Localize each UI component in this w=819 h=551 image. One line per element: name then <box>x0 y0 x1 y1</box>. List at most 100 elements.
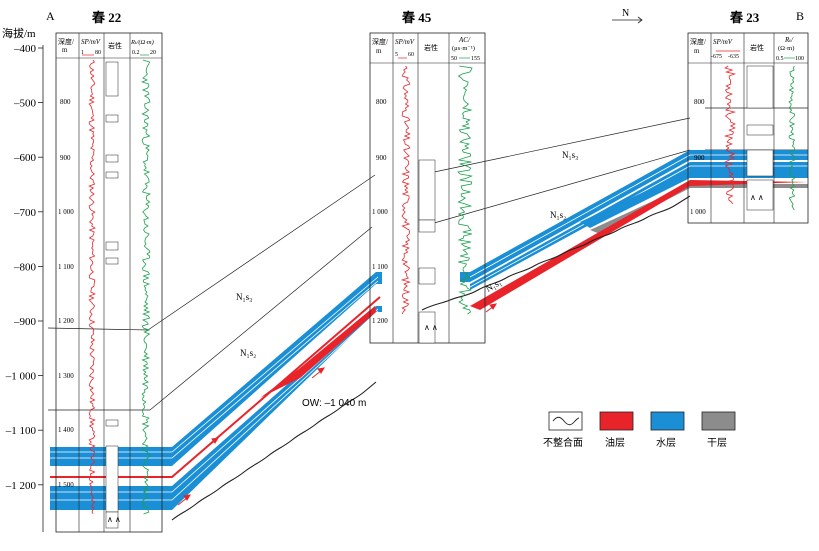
lithology-bed <box>105 171 119 179</box>
north-label: N <box>622 8 629 19</box>
depth-header: 深度/ <box>372 37 388 46</box>
axis-title: 海拔/m <box>2 26 36 40</box>
rt-max: 20 <box>150 50 156 56</box>
depth-label: 900 <box>60 154 71 162</box>
sp-max: 60 <box>408 52 414 58</box>
water-swatch <box>650 411 685 431</box>
depth-label: 1 000 <box>58 208 74 216</box>
log-frame <box>55 32 163 533</box>
well-name: 春 22 <box>91 10 121 25</box>
sp-min: 5 <box>395 52 398 58</box>
oil-wedge <box>260 180 808 398</box>
north-arrow: N <box>612 8 643 24</box>
sp-curve <box>723 65 737 205</box>
lithology-bed <box>418 159 436 221</box>
rt-unit: (Ω·m) <box>778 45 794 52</box>
ac-unit: (μs·m⁻¹) <box>452 45 475 52</box>
s2-top-line <box>149 226 373 411</box>
depth-label: 900 <box>376 154 387 162</box>
basement-symbol: ∧ ∧ <box>750 193 764 202</box>
resistivity-curve <box>141 59 151 515</box>
depth-label: 1 500 <box>58 481 74 489</box>
depth-labels: 800 900 1 000 1 100 1 200 <box>372 98 388 325</box>
unconformity-swatch <box>548 411 583 431</box>
depth-label: 900 <box>694 154 705 162</box>
rt-header: Rₜ/ <box>784 36 794 44</box>
lithology-bed <box>746 65 774 109</box>
rt-max: 100 <box>795 56 804 62</box>
legend-label: 水层 <box>656 437 676 449</box>
depth-label: 1 000 <box>372 208 388 216</box>
sp-header: SP/mV <box>81 38 101 46</box>
axis-tick-label: –400 <box>13 43 37 55</box>
axis-tick-label: –1 100 <box>5 425 37 437</box>
sp-header: SP/mV <box>713 38 733 46</box>
depth-label: 1 200 <box>58 317 74 325</box>
lithology-bed <box>105 419 119 427</box>
sp-max: -635 <box>728 54 739 60</box>
left-top-line <box>47 327 149 331</box>
axis-tick-label: –1 000 <box>5 371 37 383</box>
endpoint-b-label: B <box>796 9 804 23</box>
endpoint-a-label: A <box>46 9 55 23</box>
ac-min: 50 <box>451 56 457 62</box>
oil-swatch <box>599 411 634 431</box>
well-name: 春 23 <box>729 10 760 25</box>
depth-label: 1 200 <box>372 317 388 325</box>
sp-header: SP/mV <box>395 38 415 46</box>
lith-header: 岩性 <box>750 43 764 52</box>
resistivity-curve <box>788 65 796 211</box>
flow-arrow <box>207 437 219 447</box>
lithology-bed <box>105 114 119 123</box>
lithology-bed <box>105 445 119 513</box>
legend-item-oil: 油层 <box>599 411 634 449</box>
legend: 不整合面 油层 水层 干层 <box>543 411 736 449</box>
ac-header: AC/ <box>458 36 471 44</box>
lith-header: 岩性 <box>108 41 122 50</box>
log-frame <box>687 32 809 224</box>
legend-item-unconformity: 不整合面 <box>543 411 583 449</box>
oil-water-contact-label: OW: –1 040 m <box>302 398 366 409</box>
depth-label: 1 300 <box>58 372 74 380</box>
depth-label: 1 000 <box>690 208 706 216</box>
well-chun45: 春 45 深度/ m SP/mV 5 60 岩性 AC/ (μs·m⁻¹) 50… <box>369 10 486 344</box>
lith-header: 岩性 <box>424 43 438 52</box>
well-chun22: 春 22 深度/ m SP/mV 1 80 岩性 Rₜ/(Ω·m) 0.2 20… <box>55 10 163 533</box>
lithology-bed <box>418 311 436 344</box>
depth-label: 800 <box>60 98 71 106</box>
s3-top-line <box>147 174 376 331</box>
sp-min: 1 <box>81 50 84 56</box>
axis-tick-label: –500 <box>13 98 37 110</box>
depth-header: 深度/ <box>58 37 74 46</box>
axis-tick-label: –1 200 <box>5 480 37 492</box>
flow-arrow <box>177 494 191 506</box>
flow-arrow <box>311 367 325 379</box>
sp-max: 80 <box>95 50 101 56</box>
legend-label: 油层 <box>605 436 625 449</box>
axis-tick-label: –600 <box>13 152 37 164</box>
basement-symbol: ∧ ∧ <box>107 515 121 524</box>
depth-label: 1 400 <box>58 426 74 434</box>
acoustic-curve <box>457 65 473 315</box>
depth-labels: 800 900 1 000 <box>690 98 706 216</box>
water-band-west <box>50 272 382 510</box>
axis-tick-label: –800 <box>13 261 37 273</box>
axis-tick-label: –700 <box>13 207 37 219</box>
unconformity-surface <box>171 195 691 521</box>
axis-tick-label: –900 <box>13 316 37 328</box>
depth-label: 800 <box>376 98 387 106</box>
formation-label-s3: N₁s₃ <box>236 292 252 302</box>
flow-arrows <box>177 303 497 506</box>
lithology-column <box>418 159 436 344</box>
basement-symbol: ∧ ∧ <box>424 323 438 332</box>
lithology-column <box>746 65 774 211</box>
lithology-bed <box>746 179 774 211</box>
lithology-bed <box>105 61 119 97</box>
rt-min: 0.5 <box>776 56 784 62</box>
ac-max: 155 <box>471 56 480 62</box>
rt-header: Rₜ/(Ω·m) <box>130 39 154 46</box>
depth-unit: m <box>62 46 68 54</box>
lithology-bed <box>418 267 436 285</box>
sp-min: -675 <box>711 54 722 60</box>
